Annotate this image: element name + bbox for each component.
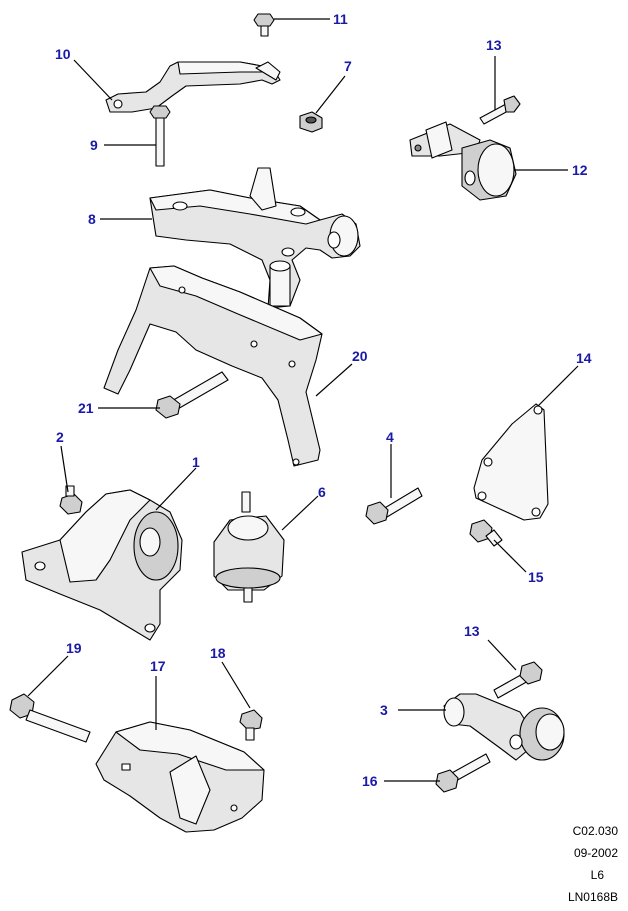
part-2-bolt[interactable]	[59, 485, 83, 515]
leader-10	[73, 59, 113, 101]
callout-7[interactable]: 7	[344, 58, 352, 74]
callout-10[interactable]: 10	[55, 46, 71, 62]
leader-13b	[487, 639, 517, 671]
callout-15[interactable]: 15	[528, 569, 544, 585]
part-4-bolt[interactable]	[365, 487, 423, 525]
callout-21[interactable]: 21	[78, 400, 94, 416]
callout-6[interactable]: 6	[318, 484, 326, 500]
part-9-bolt[interactable]	[149, 105, 171, 167]
leader-20	[315, 363, 353, 397]
part-20-crossmember[interactable]	[103, 265, 323, 467]
part-3-tie-rod[interactable]	[443, 693, 565, 761]
part-16-bolt[interactable]	[435, 753, 491, 793]
part-14-plate[interactable]	[473, 403, 549, 521]
callout-13-lower[interactable]: 13	[464, 623, 480, 639]
part-18-bolt[interactable]	[239, 709, 263, 741]
callout-14[interactable]: 14	[576, 350, 592, 366]
callout-1[interactable]: 1	[192, 454, 200, 470]
callout-8[interactable]: 8	[88, 211, 96, 227]
leader-14	[537, 365, 579, 407]
part-12-mount[interactable]	[409, 121, 517, 201]
leader-7	[315, 75, 346, 114]
part-19-bolt[interactable]	[9, 693, 91, 743]
leader-19	[27, 655, 69, 697]
part-8-bracket[interactable]	[149, 167, 361, 309]
callout-11[interactable]: 11	[333, 11, 348, 27]
reference-date: 09-2002	[573, 846, 618, 860]
part-7-nut[interactable]	[299, 111, 323, 133]
leader-18	[221, 661, 251, 709]
drawing-number: LN0168B	[567, 890, 618, 904]
part-13-bolt-lower[interactable]	[493, 661, 543, 699]
callout-20[interactable]: 20	[352, 348, 368, 364]
part-15-bolt[interactable]	[469, 519, 503, 547]
callout-12[interactable]: 12	[572, 162, 588, 178]
callout-9[interactable]: 9	[90, 137, 98, 153]
leader-6	[281, 495, 319, 531]
callout-3[interactable]: 3	[380, 702, 388, 718]
leader-2	[60, 445, 69, 493]
callout-19[interactable]: 19	[66, 640, 82, 656]
reference-code: C02.030	[572, 824, 618, 838]
callout-17[interactable]: 17	[150, 658, 166, 674]
callout-18[interactable]: 18	[210, 645, 226, 661]
part-13-bolt-upper[interactable]	[479, 95, 521, 125]
callout-4[interactable]: 4	[386, 429, 394, 445]
part-21-bolt[interactable]	[155, 371, 229, 419]
part-6-hydromount[interactable]	[213, 491, 285, 603]
part-11-bolt[interactable]	[253, 13, 275, 37]
part-10-strap[interactable]	[105, 61, 281, 113]
leader-1	[155, 467, 197, 511]
leader-15	[493, 539, 527, 573]
reference-variant: L6	[590, 868, 604, 882]
part-1-engine-mount[interactable]	[21, 489, 183, 641]
callout-13-upper[interactable]: 13	[486, 37, 502, 53]
callout-16[interactable]: 16	[362, 773, 378, 789]
part-17-lower-bracket[interactable]	[95, 721, 265, 833]
callout-2[interactable]: 2	[56, 429, 64, 445]
